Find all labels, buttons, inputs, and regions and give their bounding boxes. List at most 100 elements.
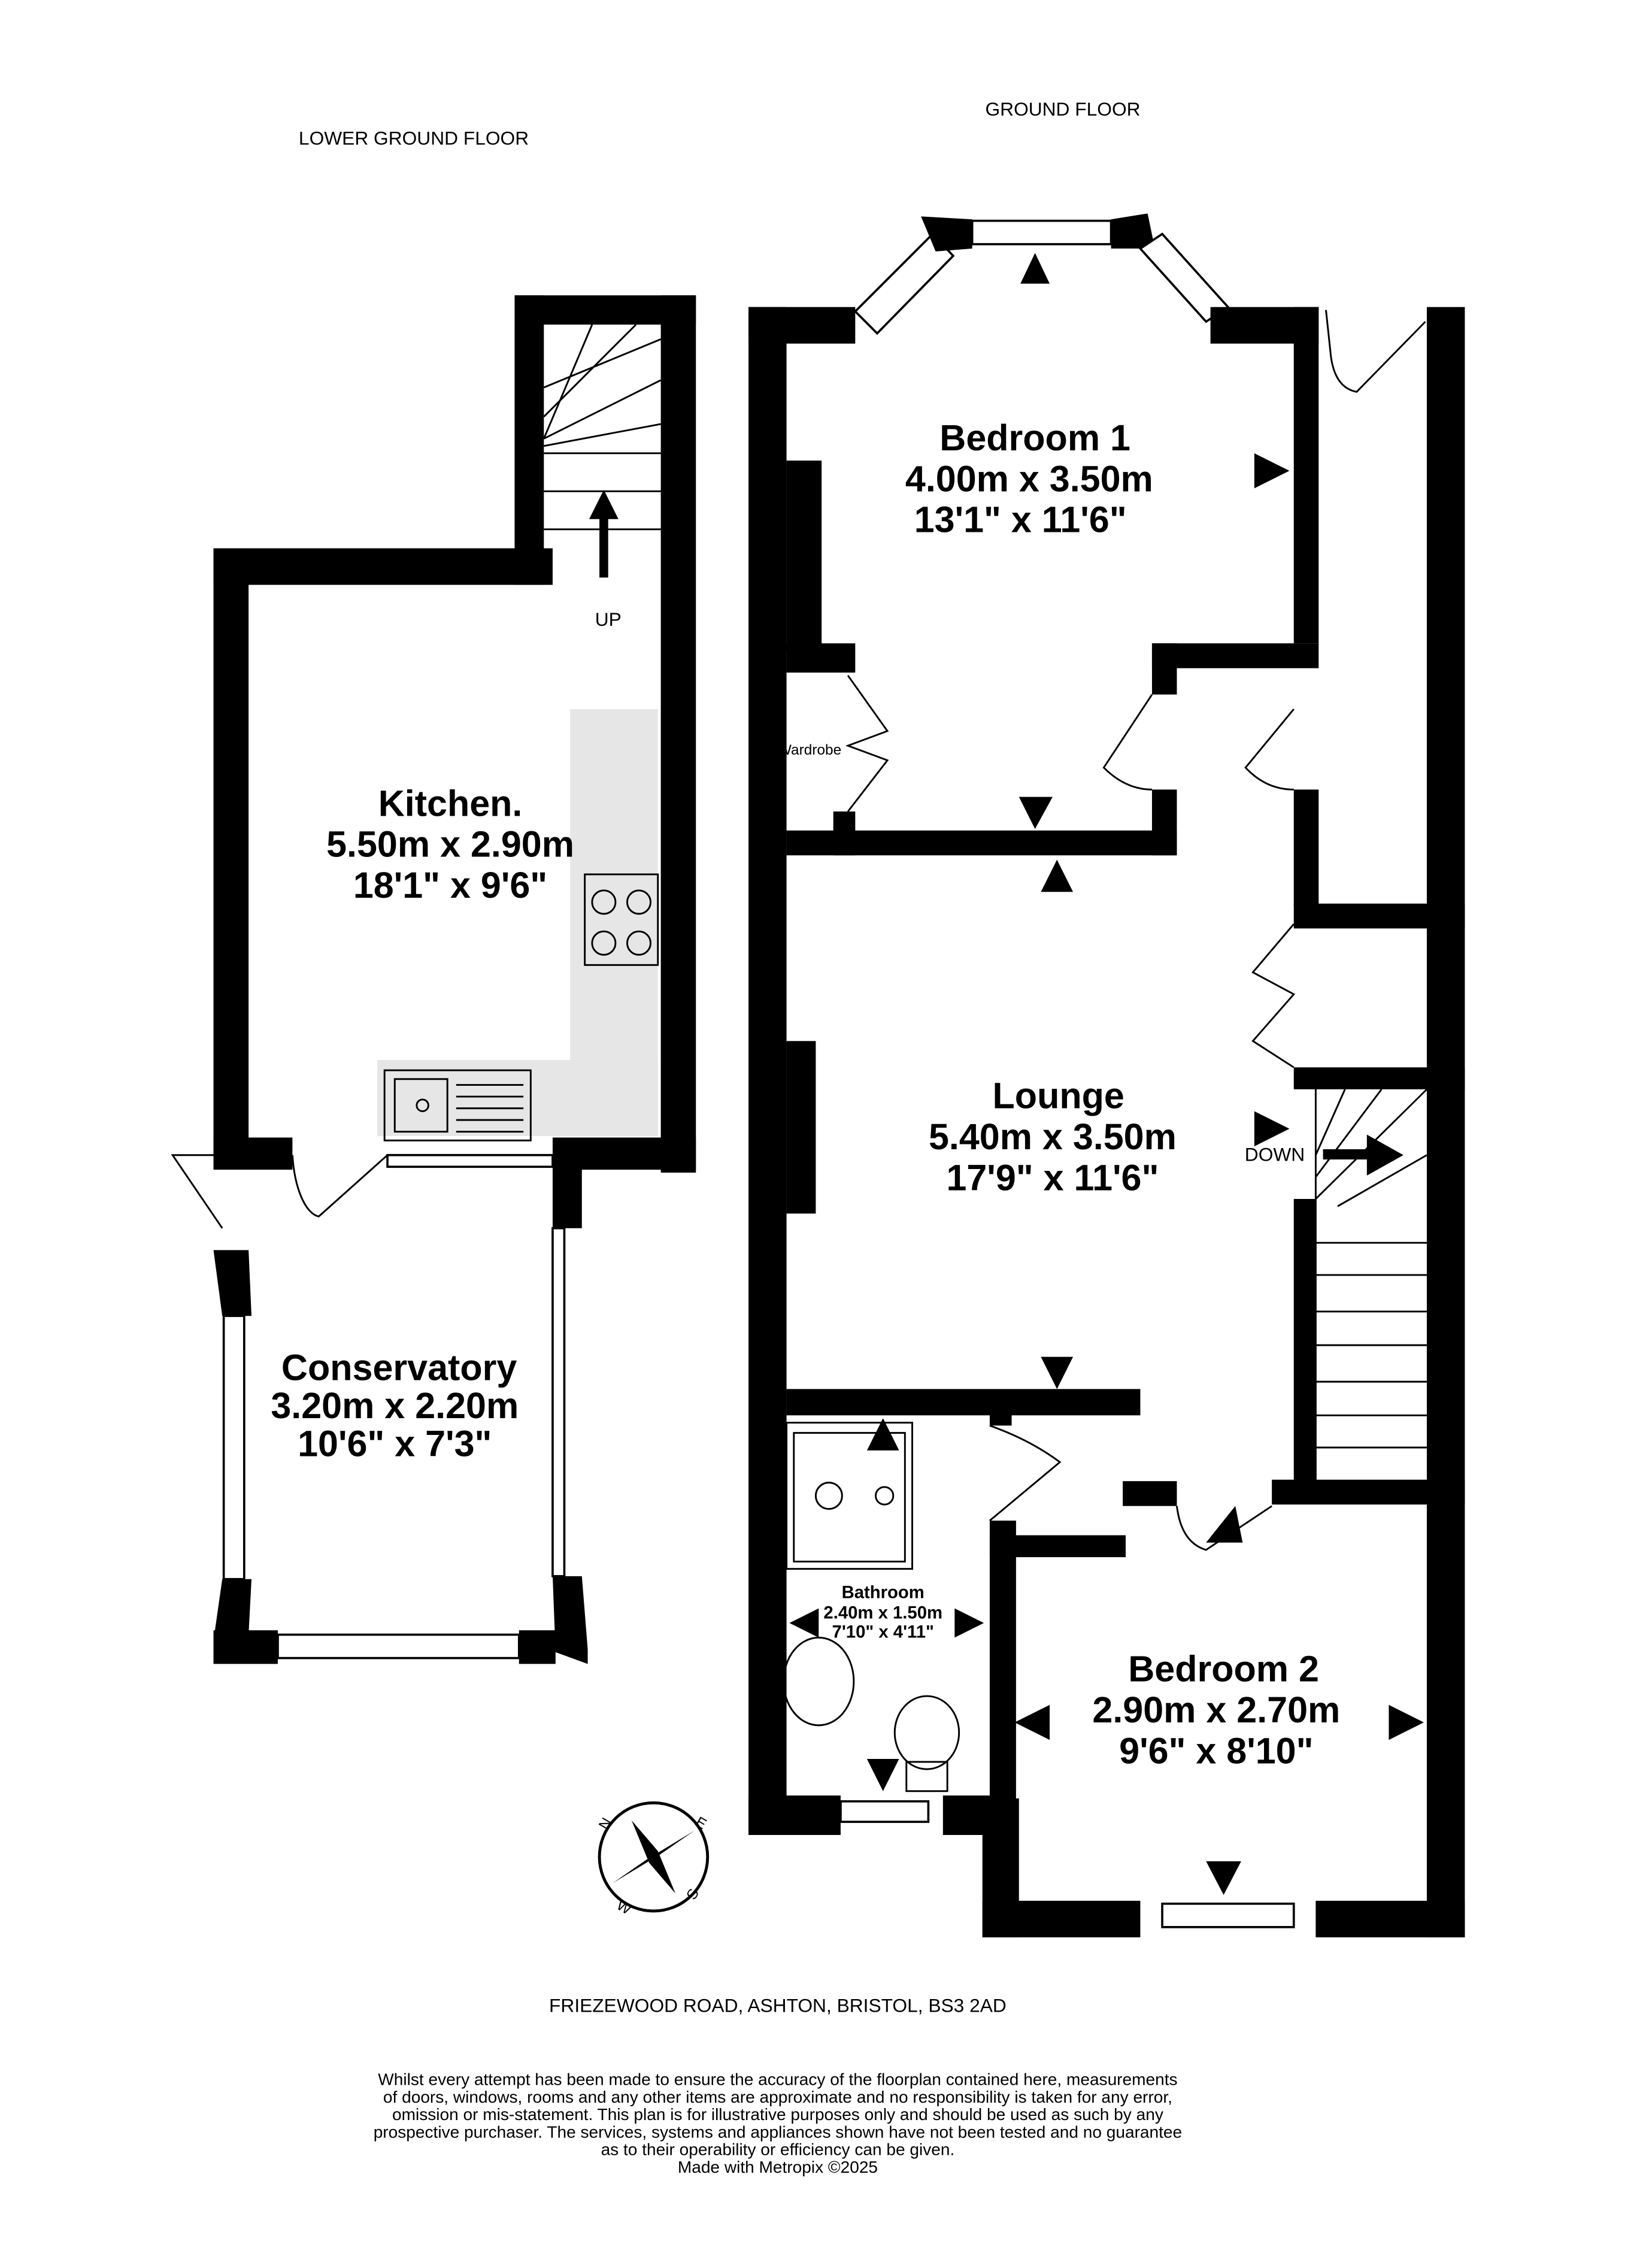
- window: [222, 1315, 245, 1580]
- compass-w: W: [614, 1897, 633, 1918]
- cupboard-doors: [1251, 923, 1296, 1068]
- ground-floor-plan: DOWN: [748, 213, 1465, 1937]
- stairs-down[interactable]: [1314, 1088, 1427, 1480]
- toilet: [893, 1695, 960, 1792]
- room-imperial: 17'9" x 11'6": [946, 1157, 1159, 1198]
- plan-line: [1014, 1704, 1050, 1740]
- wall: [519, 1630, 556, 1664]
- shower: [786, 1422, 914, 1570]
- plan-line: [393, 1078, 448, 1133]
- wall: [213, 1250, 252, 1316]
- plan-line: [591, 889, 617, 915]
- worktop: [377, 1060, 658, 1136]
- address: FRIEZEWOOD ROAD, ASHTON, BRISTOL, BS3 2A…: [549, 1994, 1007, 2016]
- wall: [213, 548, 249, 1155]
- plan-line: [1206, 1861, 1241, 1895]
- room-name: Conservatory: [281, 1347, 517, 1388]
- wall: [982, 1900, 1141, 1937]
- wall: [213, 1630, 278, 1664]
- wall: [786, 643, 856, 673]
- plan-line: [1389, 1704, 1424, 1740]
- room-imperial: 18'1" x 9'6": [353, 865, 547, 906]
- plan-line: [1254, 453, 1290, 489]
- wall: [989, 1403, 1012, 1426]
- wall: [989, 1535, 1126, 1558]
- plan-line: [591, 930, 617, 956]
- room-name: Kitchen.: [378, 783, 523, 823]
- door: [1102, 694, 1153, 791]
- wall: [1323, 1149, 1375, 1160]
- door: [1244, 708, 1295, 791]
- bathroom: Bathroom 2.40m x 1.50m 7'10" x 4'11": [823, 1582, 942, 1642]
- arrow-right-icon: [1366, 1134, 1404, 1176]
- plan-line: [814, 1482, 843, 1510]
- plan-line: [598, 1801, 710, 1913]
- plan-line: [1019, 797, 1053, 829]
- wall: [599, 511, 608, 578]
- wall: [1151, 643, 1177, 695]
- kitchen: Kitchen. 5.50m x 2.90m 18'1" x 9'6": [326, 783, 574, 906]
- lounge: Lounge 5.40m x 3.50m 17'9" x 11'6": [929, 1076, 1177, 1198]
- room-name: Bedroom 1: [939, 417, 1130, 458]
- door[interactable]: [291, 1154, 389, 1218]
- label: as to their operability or efficiency ca…: [601, 2140, 955, 2159]
- wall: [213, 1579, 252, 1641]
- plan-line: [793, 1432, 906, 1562]
- window: [1161, 1902, 1295, 1928]
- plan-line: [1041, 1356, 1074, 1389]
- bedroom-1: Bedroom 1 4.00m x 3.50m 13'1" x 11'6": [905, 417, 1153, 540]
- conservatory: Conservatory 3.20m x 2.20m 10'6" x 7'3": [271, 1347, 519, 1464]
- wall: [786, 461, 822, 651]
- stairs-up[interactable]: [542, 323, 662, 578]
- basin: [783, 1636, 855, 1727]
- plan-line: [954, 1608, 984, 1638]
- wall: [631, 1820, 676, 1894]
- wall: [1111, 213, 1155, 249]
- plan-line: [789, 1608, 819, 1638]
- window: [839, 1800, 930, 1823]
- room-metric: 4.00m x 3.50m: [905, 458, 1153, 499]
- plan-line: [383, 1069, 532, 1141]
- door: [1325, 310, 1426, 393]
- wall: [1426, 307, 1465, 1937]
- wall: [1293, 307, 1319, 644]
- wall: [514, 295, 544, 585]
- stairs-down-label: DOWN: [1245, 1143, 1305, 1165]
- lower-ground-floor-title: LOWER GROUND FLOOR: [299, 128, 529, 149]
- wall: [552, 1155, 582, 1228]
- ground-floor-title: GROUND FLOOR: [985, 98, 1140, 120]
- room-imperial: 7'10" x 4'11": [832, 1622, 934, 1642]
- sink: [383, 1069, 532, 1141]
- compass-icon: N E S W: [596, 1801, 710, 1918]
- wardrobe-doors: [845, 675, 889, 812]
- wall: [552, 1576, 588, 1664]
- compass-n: N: [596, 1815, 615, 1833]
- wall: [1293, 903, 1465, 929]
- plan-line: [1041, 859, 1074, 892]
- hob: [584, 873, 659, 966]
- plan-line: [456, 1084, 524, 1133]
- plan-line: [1206, 1506, 1243, 1543]
- room-metric: 2.90m x 2.70m: [1092, 1689, 1340, 1730]
- label: prospective purchaser. The services, sys…: [374, 2122, 1182, 2141]
- plan-line: [626, 930, 651, 956]
- stairs-up-label: UP: [595, 608, 622, 630]
- window: [386, 1153, 554, 1168]
- wall: [1123, 1481, 1177, 1506]
- lower-ground-floor-plan: UP: [171, 295, 696, 1664]
- wall: [1272, 1479, 1465, 1505]
- plan-line: [1254, 1111, 1290, 1147]
- wall: [989, 1521, 1016, 1835]
- window: [551, 1227, 566, 1577]
- wall: [786, 1389, 1141, 1416]
- room-imperial: 9'6" x 8'10": [1119, 1730, 1313, 1771]
- plan-line: [905, 1761, 948, 1792]
- compass-e: E: [693, 1814, 710, 1833]
- room-metric: 3.20m x 2.20m: [271, 1385, 519, 1426]
- plan-line: [786, 1422, 914, 1570]
- plan-line: [416, 1098, 429, 1112]
- wall: [748, 307, 856, 344]
- door[interactable]: [171, 1154, 223, 1229]
- wall: [1293, 1067, 1465, 1089]
